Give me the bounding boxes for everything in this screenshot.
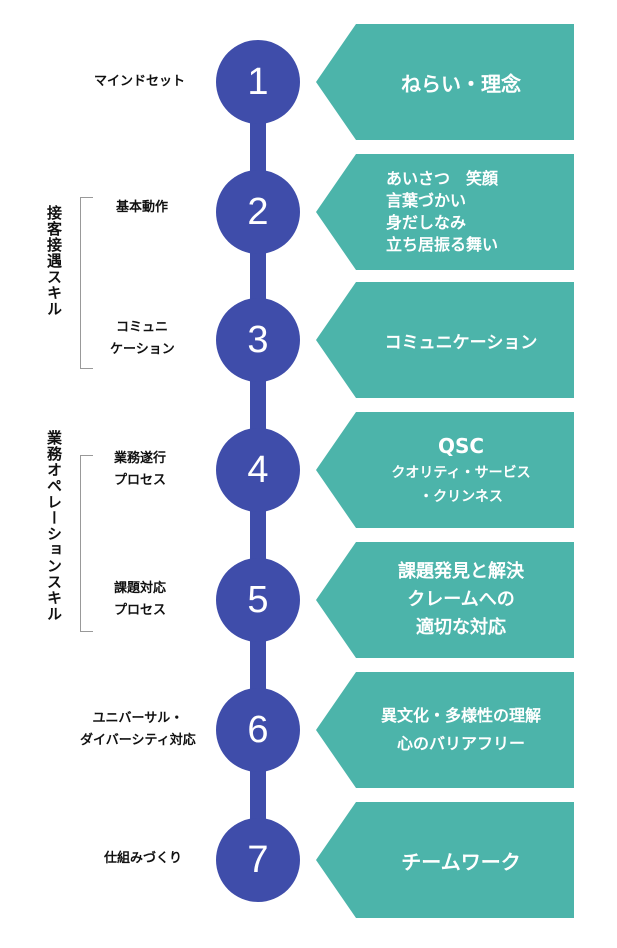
step-1-circle: 1: [216, 40, 300, 124]
step-3-box: コミュニケーション: [316, 282, 574, 398]
group-bracket-operation: [80, 455, 93, 632]
step-5-box: 課題発見と解決 クレームへの 適切な対応: [316, 542, 574, 658]
step-2-circle: 2: [216, 170, 300, 254]
step-6-circle: 6: [216, 688, 300, 772]
step-1-label: マインドセット: [94, 74, 186, 89]
step-3-circle: 3: [216, 298, 300, 382]
group-label-operation-skills: 業務オペレーションスキル: [45, 430, 63, 622]
step-7-box: チームワーク: [316, 802, 574, 918]
step-3-label: コミュニ ケーション: [110, 320, 175, 357]
step-6-label: ユニバーサル・ ダイバーシティ対応: [80, 711, 196, 748]
step-1-box: ねらい・理念: [316, 24, 574, 140]
step-5-label: 課題対応 プロセス: [114, 581, 167, 618]
step-4-box: QSC クオリティ・サービス ・クリンネス: [316, 412, 574, 528]
step-7-label: 仕組みづくり: [104, 851, 183, 866]
step-6-box: 異文化・多様性の理解 心のバリアフリー: [316, 672, 574, 788]
step-4-circle: 4: [216, 428, 300, 512]
step-5-circle: 5: [216, 558, 300, 642]
group-bracket-customer: [80, 197, 93, 369]
group-label-customer-skills: 接客接遇スキル: [45, 205, 63, 317]
step-2-label: 基本動作: [116, 200, 169, 215]
step-7-circle: 7: [216, 818, 300, 902]
step-2-box: あいさつ 笑顔 言葉づかい 身だしなみ 立ち居振る舞い: [316, 154, 574, 270]
step-4-label: 業務遂行 プロセス: [114, 451, 167, 488]
